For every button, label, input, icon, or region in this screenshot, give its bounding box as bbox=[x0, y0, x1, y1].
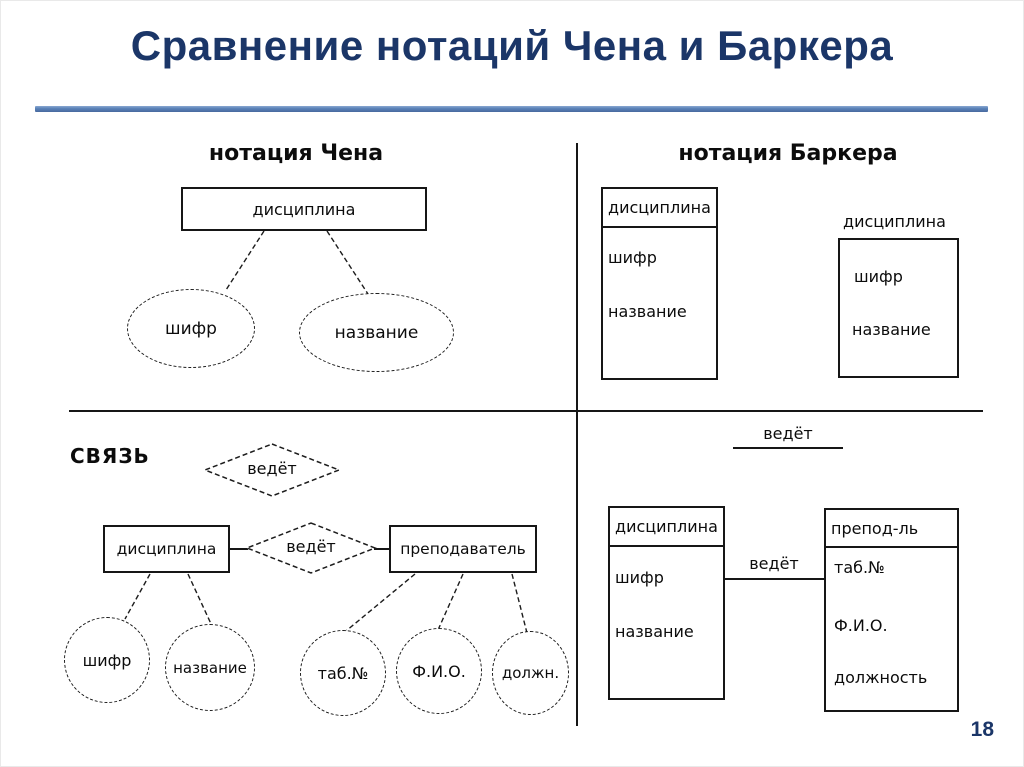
chen-attr-position: должн. bbox=[492, 631, 569, 715]
chen-relation-sample-label: ведёт bbox=[247, 459, 297, 478]
chen-relation-caption: СВЯЗЬ bbox=[70, 444, 150, 468]
barker-box-a-header: дисциплина bbox=[603, 189, 716, 228]
barker-box-a-attr-name: название bbox=[608, 302, 687, 321]
barker-box-d-attr-tabno: таб.№ bbox=[834, 558, 885, 577]
barker-heading: нотация Баркера bbox=[678, 141, 898, 166]
chen-attr-tabno: таб.№ bbox=[300, 630, 386, 716]
barker-box-d-attr-fio: Ф.И.О. bbox=[834, 616, 888, 635]
chen-entity-teacher: преподаватель bbox=[389, 525, 537, 573]
chen-relation-label: ведёт bbox=[286, 537, 336, 556]
relation-diamond bbox=[244, 522, 378, 574]
barker-box-c-attr-name: название bbox=[615, 622, 694, 641]
barker-entity-box-d: препод-ль таб.№ Ф.И.О. должность bbox=[824, 508, 959, 712]
chen-attr-name-2: название bbox=[165, 624, 255, 711]
relation-diamond-sample bbox=[202, 443, 342, 497]
barker-entity-box-a: дисциплина шифр название bbox=[601, 187, 718, 380]
page-number: 18 bbox=[970, 718, 994, 741]
barker-box-b-attr-name: название bbox=[852, 320, 931, 339]
chen-attr-code-2: шифр bbox=[64, 617, 150, 703]
chen-attr-code: шифр bbox=[127, 289, 255, 368]
page-title: Сравнение нотаций Чена и Баркера bbox=[130, 22, 894, 69]
barker-entity-box-c: дисциплина шифр название bbox=[608, 506, 725, 700]
barker-box-d-attr-position: должность bbox=[834, 668, 928, 687]
barker-box-b-label: дисциплина bbox=[843, 212, 946, 231]
barker-relation-label: ведёт bbox=[749, 554, 799, 573]
chen-entity-discipline: дисциплина bbox=[181, 187, 427, 231]
barker-relation-caption: ведёт bbox=[763, 424, 813, 443]
chen-entity-discipline-2: дисциплина bbox=[103, 525, 230, 573]
barker-box-c-header: дисциплина bbox=[610, 508, 723, 547]
barker-entity-box-b: шифр название bbox=[838, 238, 959, 378]
chen-heading: нотация Чена bbox=[208, 141, 384, 166]
chen-attr-name: название bbox=[299, 293, 454, 372]
title-divider bbox=[35, 106, 988, 112]
barker-box-c-attr-code: шифр bbox=[615, 568, 664, 587]
barker-box-a-attr-code: шифр bbox=[608, 248, 657, 267]
barker-box-b-attr-code: шифр bbox=[854, 267, 903, 286]
chen-attr-fio: Ф.И.О. bbox=[396, 628, 482, 714]
barker-box-d-header: препод-ль bbox=[826, 510, 957, 548]
